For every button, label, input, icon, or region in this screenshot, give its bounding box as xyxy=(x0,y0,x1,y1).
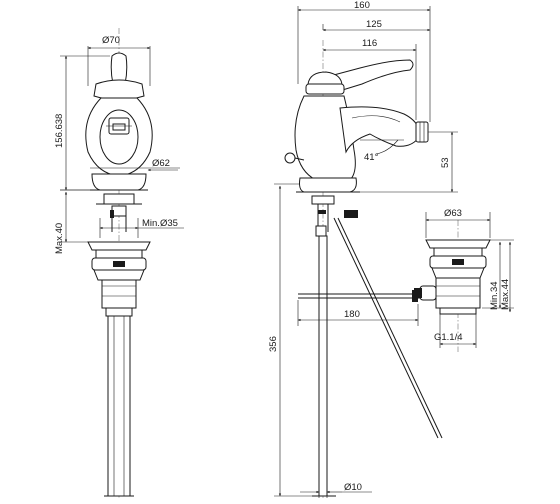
side-pull-rod xyxy=(318,235,328,497)
waste-flange xyxy=(425,239,491,249)
side-linkage xyxy=(333,217,439,439)
front-view: Ø70 156.638 Ø62 Max.40 Min.Ø35 xyxy=(54,28,184,498)
front-body-inner xyxy=(99,109,139,165)
dim-dia-63: Ø63 xyxy=(444,208,462,219)
dim-180: 180 xyxy=(344,309,360,320)
side-view: 160 125 116 41° 53 356 180 Ø10 xyxy=(268,0,458,498)
dim-dia-10: Ø10 xyxy=(344,482,362,493)
dim-dia-70: Ø70 xyxy=(102,35,120,46)
front-base xyxy=(91,173,147,191)
front-lever xyxy=(110,52,128,85)
dim-160: 160 xyxy=(354,0,370,11)
dim-156-638: 156.638 xyxy=(54,114,65,148)
front-tailpipe xyxy=(107,315,131,497)
front-waste-flange xyxy=(87,241,151,251)
dim-53: 53 xyxy=(440,157,451,168)
side-base xyxy=(299,177,357,193)
front-fixing xyxy=(103,193,135,205)
front-hub xyxy=(93,79,145,101)
dim-max-44: Max.44 xyxy=(500,279,511,310)
dim-min-dia-35: Min.Ø35 xyxy=(142,218,178,229)
dim-angle-41: 41° xyxy=(364,152,379,163)
side-spout xyxy=(339,106,421,154)
dim-max-40: Max.40 xyxy=(54,223,65,254)
side-nozzle xyxy=(415,121,429,143)
dim-min-34: Min.34 xyxy=(489,281,500,310)
dim-dia-62: Ø62 xyxy=(152,158,170,169)
dim-116: 116 xyxy=(362,38,377,49)
waste-body xyxy=(435,277,481,309)
dim-125: 125 xyxy=(366,19,382,30)
waste-detail: Ø63 Min.34 Max.44 G1.1/4 xyxy=(414,208,514,352)
dim-356: 356 xyxy=(268,336,279,352)
side-lever xyxy=(329,59,414,93)
dim-thread: G1.1/4 xyxy=(434,332,463,343)
